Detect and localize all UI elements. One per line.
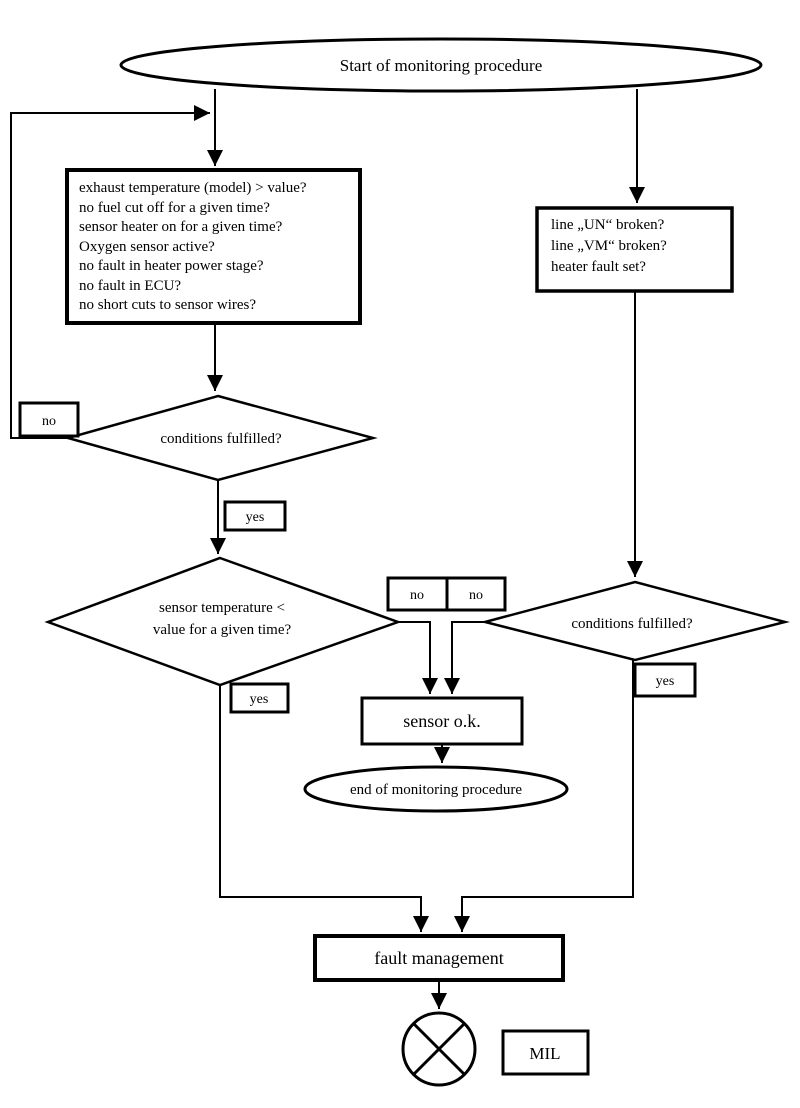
decision2-yes-label: yes [250,692,269,707]
sensor-ok-label: sensor o.k. [403,711,481,731]
decision1-no-label: no [42,414,56,429]
entry-condition-line: sensor heater on for a given time? [79,219,283,235]
entry-condition-line: no fuel cut off for a given time? [79,200,270,216]
entry-conditions-box [65,168,362,325]
sensor-ok-box [360,696,524,746]
line-check-box [535,206,734,293]
mil-label: MIL [529,1044,560,1063]
decision3-conditions-fulfilled [480,580,790,662]
mil-label-box [501,1029,590,1076]
decision3-yes-label-box [633,662,697,698]
decision2-label-line2: value for a given time? [153,622,292,638]
edge-decision2-yes-to-fault-management [219,685,429,932]
decision2-no-label-box [386,576,449,612]
edge-decision3-yes-to-fault-management [454,660,634,932]
end-terminator [303,765,569,813]
decision1-no-label-box [18,401,80,438]
entry-condition-line: exhaust temperature (model) > value? [79,180,307,196]
end-label: end of monitoring procedure [350,782,522,798]
decision1-yes-label-box [223,500,287,532]
edge-decision1-no-feedback-loop [10,105,210,439]
entry-condition-line: no short cuts to sensor wires? [79,297,256,313]
decision3-yes-label: yes [656,674,675,689]
start-label: Start of monitoring procedure [340,56,543,75]
entry-condition-line: no fault in heater power stage? [79,258,264,274]
decision1-label: conditions fulfilled? [160,431,282,447]
line-check-line: heater fault set? [551,259,646,275]
start-terminator [119,37,763,93]
entry-condition-line: no fault in ECU? [79,278,181,294]
fault-management-label: fault management [374,948,503,968]
connector-layer [10,89,645,1009]
decision3-no-label: no [469,588,483,603]
fault-management-box [313,934,565,982]
mil-lamp-cross-line [412,1022,466,1076]
decision3-label: conditions fulfilled? [571,616,693,632]
entry-condition-line: Oxygen sensor active? [79,239,215,255]
decision1-conditions-fulfilled [63,394,378,482]
decision2-yes-label-box [229,682,290,714]
edge-decision2-no-to-sensor-ok [398,621,438,694]
line-check-line: line „UN“ broken? [551,217,665,233]
decision2-no-label: no [410,588,424,603]
decision1-yes-label: yes [246,510,265,525]
decision2-label-line1: sensor temperature < [159,600,285,616]
decision3-no-label-box [445,576,507,612]
node-layer: Start of monitoring procedure exhaust te… [18,37,790,1087]
decision2-sensor-temperature [44,556,402,687]
edge-decision3-no-to-sensor-ok [444,621,485,694]
line-check-line: line „VM“ broken? [551,238,667,254]
